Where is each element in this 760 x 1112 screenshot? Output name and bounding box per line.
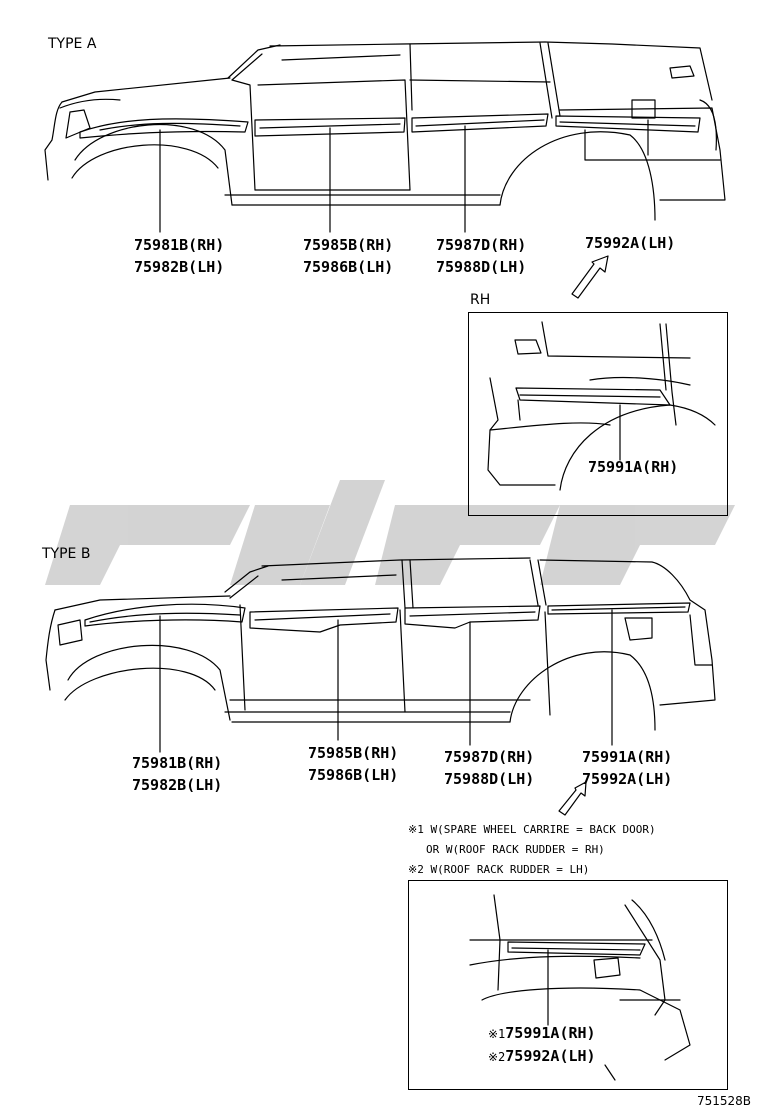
type-a-quarter-label: 75992A(LH) [585, 232, 675, 254]
type-b-vehicle [45, 557, 716, 753]
rh-inset-drawing [487, 321, 716, 491]
part-number: 75992A(LH) [585, 234, 676, 252]
type-a-vehicle [44, 41, 726, 233]
part-number: 75981B(RH) [134, 236, 225, 254]
part-number: 75985B(RH) [303, 236, 394, 254]
bottom-inset-drawing [469, 894, 691, 1081]
bottom-inset-frame [408, 880, 728, 1090]
arrow-type-b [558, 781, 587, 816]
part-number: 75988D(LH) [436, 258, 527, 276]
part-number: 75991A(RH) [505, 1024, 596, 1042]
part-number: 75987D(RH) [436, 236, 527, 254]
type-a-front-door-label: 75985B(RH) 75986B(LH) [303, 234, 393, 278]
part-number: 75988D(LH) [444, 770, 535, 788]
note-mark-2: ※2 [488, 1050, 506, 1064]
note-1-line-1: ※1 W(SPARE WHEEL CARRIRE = BACK DOOR) [408, 823, 656, 836]
type-a-rear-door-label: 75987D(RH) 75988D(LH) [436, 234, 526, 278]
type-a-title: TYPE A [48, 36, 97, 52]
rh-inset-frame [468, 312, 728, 516]
arrow-type-a [571, 255, 609, 299]
type-b-front-door-label: 75985B(RH) 75986B(LH) [308, 742, 398, 786]
rh-inset-label: 75991A(RH) [588, 458, 679, 476]
part-number: 75992A(LH) [505, 1047, 596, 1065]
part-number: 75982B(LH) [132, 776, 223, 794]
note-2: ※2 W(ROOF RACK RUDDER = LH) [408, 863, 590, 876]
type-b-front-fender-label: 75981B(RH) 75982B(LH) [132, 752, 222, 796]
part-number: 75986B(LH) [308, 766, 399, 784]
rh-inset-title: RH [470, 292, 491, 308]
part-number: 75992A(LH) [582, 770, 673, 788]
type-b-title: TYPE B [42, 546, 91, 562]
part-number: 75985B(RH) [308, 744, 399, 762]
bottom-inset-labels: ※175991A(RH) ※275992A(LH) [488, 1022, 596, 1068]
part-number: 75986B(LH) [303, 258, 394, 276]
part-number: 75981B(RH) [132, 754, 223, 772]
drawing-code: 751528B [697, 1094, 752, 1108]
watermark [45, 480, 735, 585]
part-number: 75982B(LH) [134, 258, 225, 276]
notes-block: ※1 W(SPARE WHEEL CARRIRE = BACK DOOR) OR… [408, 820, 656, 880]
part-number: 75991A(RH) [582, 748, 673, 766]
type-a-front-fender-label: 75981B(RH) 75982B(LH) [134, 234, 224, 278]
type-b-rear-door-label: 75987D(RH) 75988D(LH) [444, 746, 534, 790]
part-number: 75987D(RH) [444, 748, 535, 766]
note-1-line-2: OR W(ROOF RACK RUDDER = RH) [426, 843, 605, 856]
type-b-quarter-label: 75991A(RH) 75992A(LH) [582, 746, 672, 790]
note-mark-1: ※1 [488, 1027, 506, 1041]
